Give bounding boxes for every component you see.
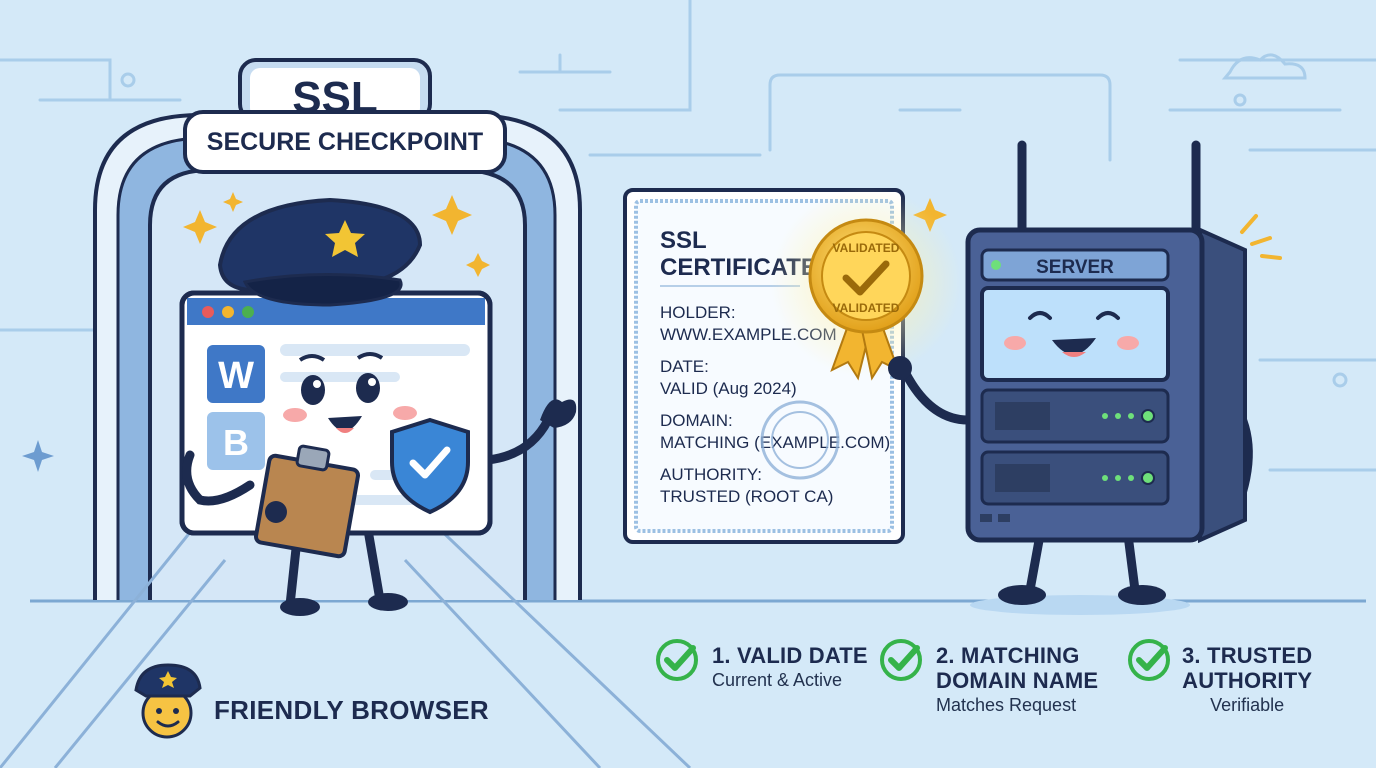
cert-title-line1: SSL bbox=[660, 227, 707, 254]
legend-item-title: 1. VALID DATE bbox=[712, 643, 868, 668]
seal-text-bottom: VALIDATED bbox=[833, 301, 900, 315]
seal-text-top: VALIDATED bbox=[833, 241, 900, 255]
validated-seal-icon: VALIDATED VALIDATED bbox=[771, 187, 961, 381]
legend-item-sub: Matches Request bbox=[936, 695, 1077, 715]
friendly-browser-icon bbox=[134, 663, 202, 739]
friendly-browser-label: FRIENDLY BROWSER bbox=[214, 695, 489, 725]
check-circle-icon bbox=[656, 639, 698, 681]
legend-item-title-2: DOMAIN NAME bbox=[936, 668, 1099, 693]
browser-letter-b: B bbox=[223, 422, 249, 463]
walkway bbox=[0, 518, 692, 768]
cert-field-authority-value: TRUSTED (ROOT CA) bbox=[660, 487, 833, 506]
cert-field-holder-label: HOLDER: bbox=[660, 303, 736, 322]
legend-item-title: 3. TRUSTED bbox=[1182, 643, 1313, 668]
legend-item-matching-domain: 2. MATCHING DOMAIN NAME Matches Request bbox=[936, 643, 1098, 717]
cert-field-date-value: VALID (Aug 2024) bbox=[660, 379, 797, 398]
shield-check-icon bbox=[390, 417, 470, 515]
server-label: SERVER bbox=[1036, 257, 1114, 278]
legend-item-trusted-authority: 3. TRUSTED AUTHORITY Verifiable bbox=[1182, 643, 1312, 717]
spark-lines bbox=[1240, 214, 1282, 260]
cert-stamp bbox=[760, 400, 840, 480]
cert-field-authority-label: AUTHORITY: bbox=[660, 465, 762, 484]
police-hat-icon bbox=[217, 197, 423, 307]
circuit-lines bbox=[0, 0, 1376, 472]
gate-subtitle: SECURE CHECKPOINT bbox=[207, 128, 483, 156]
server-character: SERVER bbox=[888, 140, 1253, 615]
gate-title: SSL bbox=[292, 73, 378, 122]
legend-item-sub: Current & Active bbox=[712, 670, 843, 690]
clipboard-icon bbox=[182, 444, 361, 559]
browser-letter-w: W bbox=[218, 355, 254, 397]
sparkle-blue-icon bbox=[22, 440, 54, 472]
check-circle-icon bbox=[1128, 639, 1170, 681]
cert-field-date-label: DATE: bbox=[660, 357, 709, 376]
cert-field-domain-label: DOMAIN: bbox=[660, 411, 733, 430]
legend-item-valid-date: 1. VALID DATE Current & Active bbox=[712, 643, 868, 692]
legend-item-title-2: AUTHORITY bbox=[1182, 668, 1313, 693]
check-circle-icon bbox=[880, 639, 922, 681]
cert-field-domain-value: MATCHING (EXAMPLE.COM) bbox=[660, 433, 890, 452]
legend-item-sub: Verifiable bbox=[1210, 695, 1285, 715]
legend-item-title: 2. MATCHING bbox=[936, 643, 1080, 668]
